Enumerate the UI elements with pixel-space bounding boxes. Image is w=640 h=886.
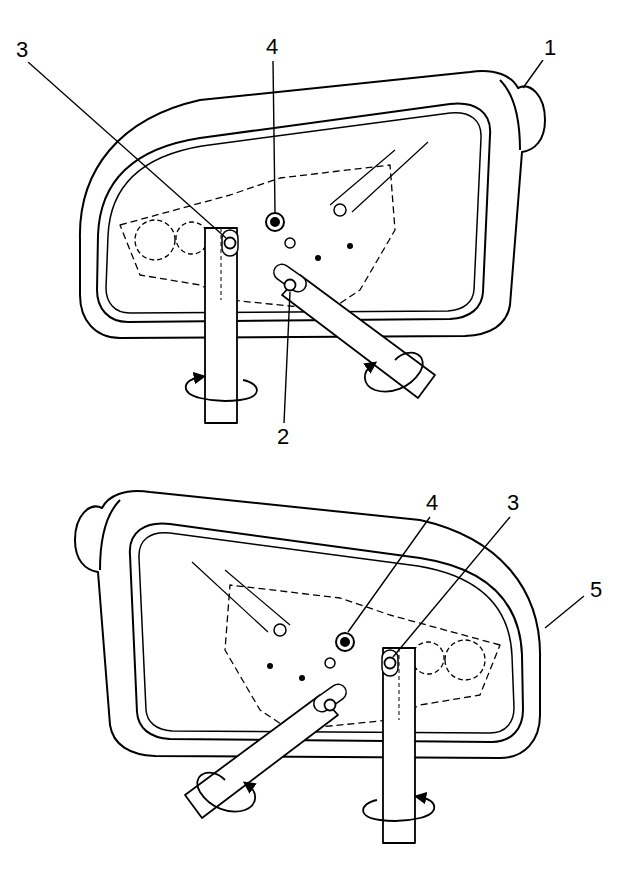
callout-number: 4 bbox=[263, 35, 281, 59]
callout-number: 3 bbox=[13, 38, 31, 62]
callout-number: 3 bbox=[504, 491, 522, 515]
leader-lines bbox=[28, 60, 584, 657]
callout-number: 1 bbox=[541, 36, 559, 60]
callout-number: 2 bbox=[274, 425, 292, 449]
callout-number: 4 bbox=[423, 491, 441, 515]
callout-number: 5 bbox=[587, 578, 605, 602]
